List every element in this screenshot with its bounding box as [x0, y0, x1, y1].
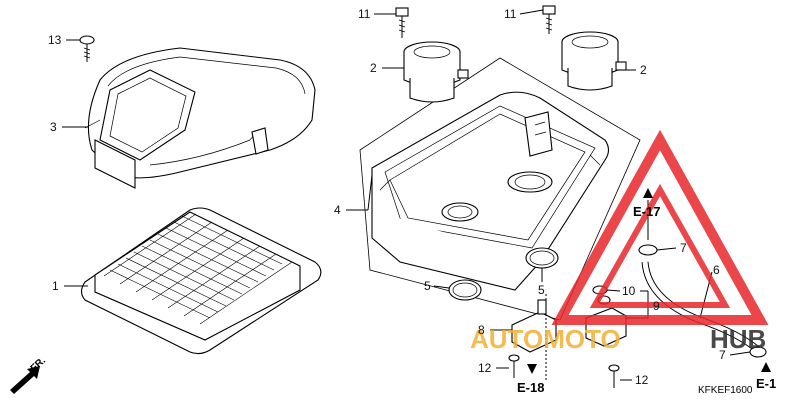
callout-5-left: 5: [424, 279, 431, 293]
callout-10: 10: [622, 284, 636, 298]
joint-collar-right: [561, 31, 627, 91]
callout-12-right: 12: [635, 373, 649, 387]
air-cleaner-cover: [84, 47, 316, 189]
callout-2-left: 2: [370, 61, 377, 75]
watermark-text-right: HUB: [710, 324, 766, 354]
watermark-text-left: AUTOMOTO: [470, 324, 621, 354]
callouts: 13 3 1 11 2 11 2 4 5 5 7 6 10 9 8 12 12 …: [48, 7, 726, 387]
callout-13: 13: [48, 33, 62, 47]
callout-9: 9: [653, 299, 660, 313]
callout-3: 3: [50, 120, 57, 134]
joint-collar-left: [403, 41, 469, 103]
callout-7-top: 7: [680, 241, 687, 255]
callout-11-right: 11: [504, 7, 517, 21]
bolt-11-right: [542, 5, 556, 34]
diagram-code: KFKEF1600: [698, 385, 753, 396]
callout-11-left: 11: [358, 7, 371, 21]
reference-e1: E-1: [756, 376, 776, 391]
callout-12-left: 12: [478, 361, 492, 375]
front-arrow-icon: [10, 366, 40, 394]
bolt-12-right: [608, 364, 620, 388]
callout-1: 1: [52, 279, 59, 293]
o-ring-5-left: [448, 279, 482, 301]
callout-7-bottom: 7: [719, 348, 726, 362]
callout-8: 8: [478, 323, 485, 337]
reference-e17: E-17: [633, 204, 660, 219]
callout-5-right: 5: [538, 283, 545, 297]
callout-4: 4: [334, 203, 341, 217]
callout-6: 6: [713, 263, 720, 277]
air-cleaner-housing: [359, 57, 641, 321]
air-cleaner-element: [80, 207, 322, 355]
references: E-17 E-18 E-1: [517, 188, 776, 395]
front-direction-indicator: FR.: [10, 355, 48, 394]
screw-13: [79, 35, 95, 62]
bolt-12-left: [508, 354, 520, 378]
bolt-11-left: [395, 7, 409, 38]
watermark: AUTOMOTO HUB: [470, 129, 769, 354]
callout-2-right: 2: [640, 63, 647, 77]
reference-e18: E-18: [517, 380, 544, 395]
hose-clip-7-top: [638, 244, 658, 256]
o-ring-5-right: [525, 247, 559, 269]
